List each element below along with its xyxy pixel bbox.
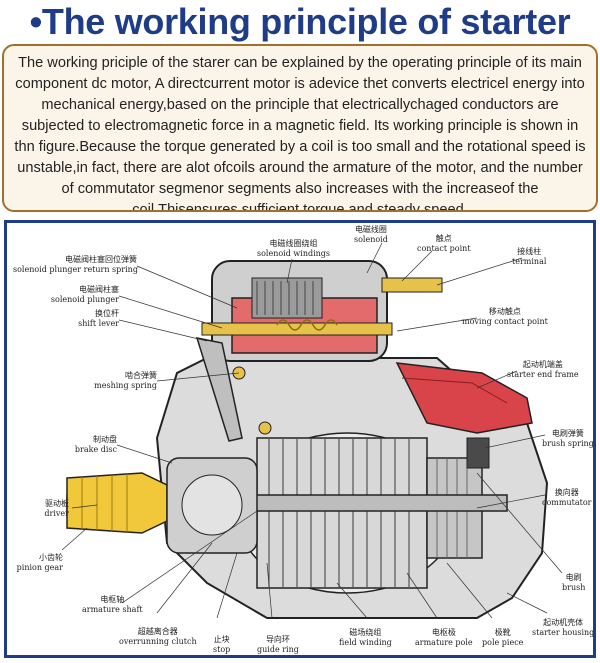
intro-paragraph: The working priciple of the starer can b… [14,55,586,212]
starter-illustration [61,242,563,619]
page-title: •The working principle of starter [29,1,571,42]
intro-text-box: The working priciple of the starer can b… [2,44,598,212]
